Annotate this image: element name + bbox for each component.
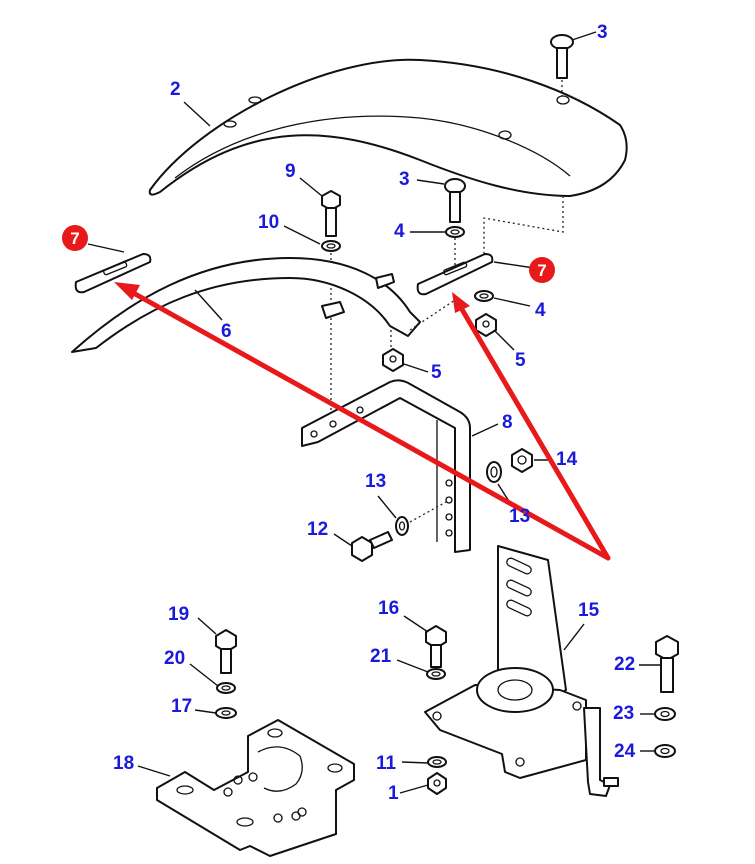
arrowhead-right — [452, 292, 470, 313]
part-13-washer-left — [395, 501, 447, 536]
callout-5-right: 5 — [515, 350, 526, 371]
callout-14: 14 — [556, 449, 578, 470]
badge-circle — [62, 225, 88, 251]
part-5-nut-mid — [382, 348, 404, 372]
callout-24: 24 — [614, 741, 636, 762]
badge-7-left: 7 — [62, 225, 88, 251]
leader-lines — [87, 31, 662, 794]
part-15-pivot-mount — [424, 545, 619, 797]
callout-20: 20 — [164, 648, 185, 669]
callout-6: 6 — [221, 321, 232, 342]
part-7-strap-left — [74, 253, 152, 294]
part-11-spring-washer — [427, 756, 447, 768]
part-16-hex-bolt — [425, 625, 447, 668]
callout-13-left: 13 — [365, 471, 386, 492]
part-5-nut-right — [475, 313, 497, 337]
callout-13-right: 13 — [509, 506, 530, 527]
part-19-hex-bolt — [215, 629, 237, 674]
callout-22: 22 — [614, 654, 635, 675]
part-3-carriage-bolt-mid — [444, 178, 466, 223]
badge-7-left-label: 7 — [70, 229, 79, 248]
callout-21: 21 — [370, 646, 392, 667]
arrowhead-left — [114, 282, 140, 300]
part-4-washer-mid — [445, 226, 465, 270]
part-6-support-arc — [71, 257, 456, 353]
highlight-arrows — [114, 282, 611, 561]
part-18-base-bracket — [156, 719, 355, 857]
badge-7-right: 7 — [529, 257, 555, 283]
assembly-guide-line — [483, 196, 564, 255]
part-8-support-bracket — [301, 379, 471, 553]
part-2-mudguard — [148, 58, 628, 197]
callout-23: 23 — [613, 703, 634, 724]
part-13-washer-right — [486, 461, 502, 483]
part-3-carriage-bolt-top — [550, 34, 574, 96]
arrow-to-right-strap — [457, 303, 611, 561]
part-21-spring-washer — [426, 668, 446, 680]
callout-10: 10 — [258, 212, 279, 233]
callout-4-mid: 4 — [394, 221, 405, 242]
callout-19: 19 — [168, 604, 189, 625]
callout-2: 2 — [170, 79, 181, 100]
part-17-washer — [215, 707, 237, 719]
callout-9: 9 — [285, 161, 296, 182]
part-24-washer — [654, 744, 676, 758]
part-10-washer — [321, 240, 341, 420]
callout-17: 17 — [171, 696, 192, 717]
part-22-hex-bolt — [655, 635, 679, 693]
callout-3-top: 3 — [597, 22, 608, 43]
callout-4-right: 4 — [535, 300, 546, 321]
callout-5-mid: 5 — [431, 362, 442, 383]
part-23-washer — [654, 707, 676, 721]
part-7-strap-right — [416, 253, 494, 296]
callouts: 2 3 9 10 3 4 4 5 5 6 8 14 13 13 12 15 16… — [113, 22, 636, 804]
callout-16: 16 — [378, 598, 399, 619]
part-1-nut — [427, 772, 447, 795]
part-14-nut — [511, 448, 533, 473]
badge-circle — [529, 257, 555, 283]
part-12-hex-bolt — [351, 531, 393, 562]
badge-7-right-label: 7 — [537, 261, 546, 280]
callout-12: 12 — [307, 519, 328, 540]
callout-18: 18 — [113, 753, 134, 774]
part-4-washer-right — [474, 290, 494, 302]
callout-8: 8 — [502, 412, 513, 433]
callout-11: 11 — [376, 753, 397, 774]
callout-1: 1 — [388, 783, 399, 804]
callout-3-mid: 3 — [399, 169, 410, 190]
part-9-hex-bolt — [321, 190, 341, 237]
callout-15: 15 — [578, 600, 600, 621]
part-20-spring-washer — [216, 682, 236, 694]
arrow-to-left-strap — [125, 287, 611, 561]
